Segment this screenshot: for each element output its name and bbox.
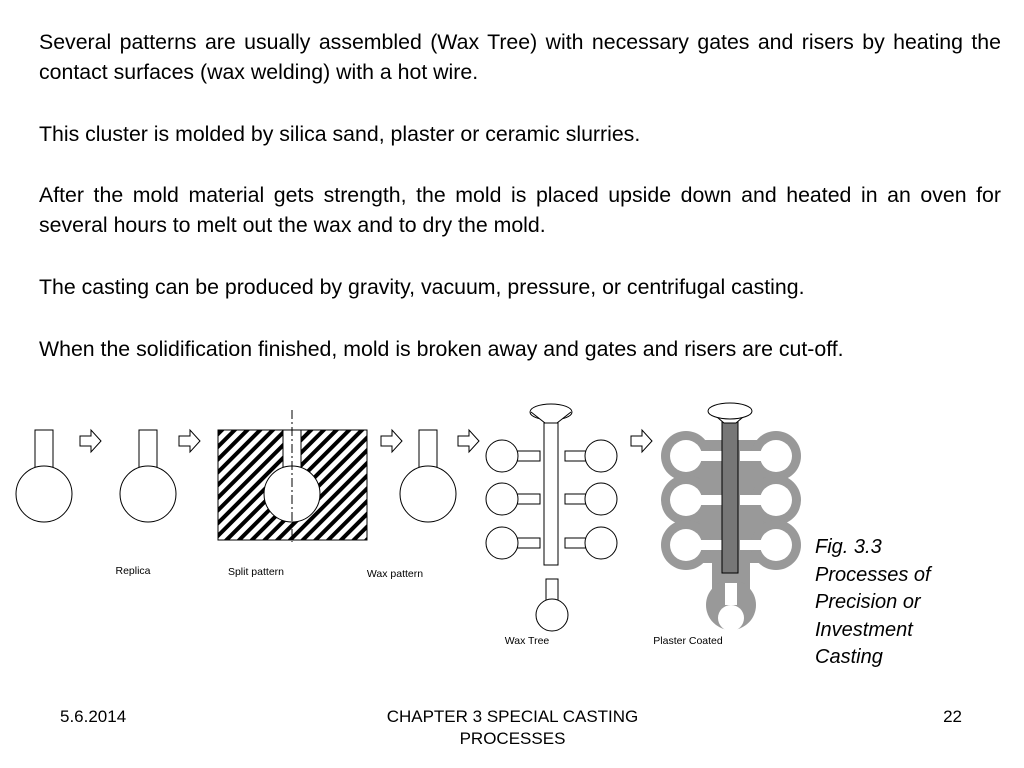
paragraph-mold-heating: After the mold material gets strength, t… <box>39 183 1001 237</box>
caption-line: Investment <box>815 618 913 641</box>
paragraph-wax-tree-assembly: Several patterns are usually assembled (… <box>39 30 1001 84</box>
process-arrow-icon <box>178 428 201 454</box>
figure-caption: Fig. 3.3 Processes of Precision or Inves… <box>815 534 985 672</box>
wax-tree-label: Wax Tree <box>505 635 550 647</box>
footer-title-line: CHAPTER 3 SPECIAL CASTING <box>386 707 639 726</box>
caption-line: Precision or <box>815 591 921 613</box>
process-arrow-icon <box>457 428 480 454</box>
wax-pattern-label: Wax pattern <box>367 568 423 580</box>
split-pattern-label: Split pattern <box>228 566 284 578</box>
caption-line: Processes of <box>815 563 931 586</box>
wax-tree-shape <box>485 403 618 632</box>
footer-chapter-title: CHAPTER 3 SPECIAL CASTING PROCESSES <box>340 706 685 750</box>
master-pattern-shape <box>15 429 73 523</box>
paragraph-casting-methods: The casting can be produced by gravity, … <box>39 275 805 299</box>
footer-title-line: PROCESSES <box>459 729 566 748</box>
process-arrow-icon <box>380 428 403 454</box>
footer-page-number: 22 <box>943 707 962 726</box>
split-pattern-die-shape <box>217 410 368 542</box>
process-arrow-icon <box>79 428 102 454</box>
wax-pattern-shape <box>399 429 457 523</box>
process-arrow-icon <box>630 428 653 454</box>
footer-date: 5.6.2014 <box>60 707 127 726</box>
replica-label: Replica <box>115 565 150 577</box>
paragraph-breakout: When the solidification finished, mold i… <box>39 337 844 361</box>
plaster-coated-tree-shape <box>661 402 801 631</box>
caption-line: Casting <box>815 646 883 668</box>
caption-line: Fig. 3.3 <box>815 536 882 558</box>
paragraph-cluster-molding: This cluster is molded by silica sand, p… <box>39 122 641 146</box>
replica-shape <box>119 429 177 523</box>
plaster-coated-label: Plaster Coated <box>653 635 723 647</box>
